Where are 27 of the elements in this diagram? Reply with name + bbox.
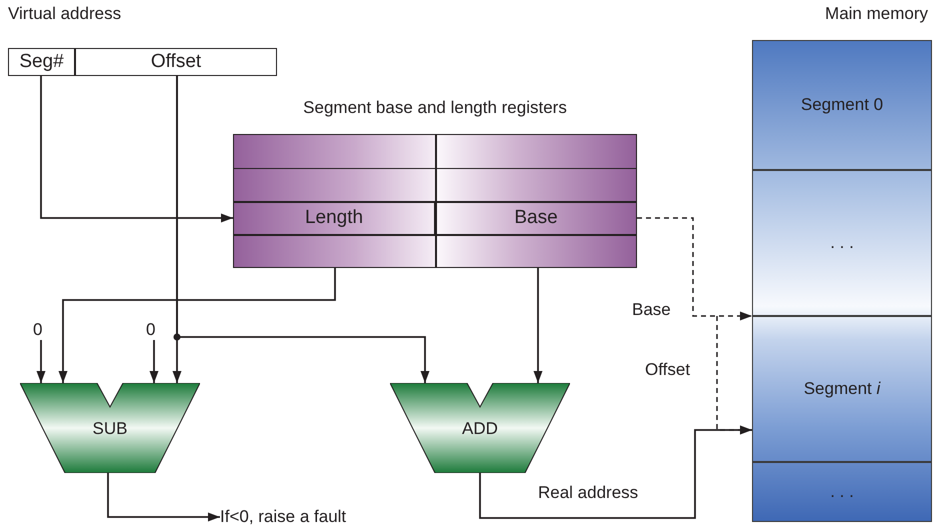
memory-segment: Segment i — [752, 316, 932, 462]
fault-note: If<0, raise a fault — [220, 506, 346, 525]
alu-label: SUB — [92, 419, 128, 439]
arrow — [36, 340, 46, 383]
register-cell: Length — [233, 201, 435, 234]
memory-segment: . . . — [752, 170, 932, 316]
input-value: 0 — [146, 320, 156, 340]
diagram-group — [752, 4, 932, 522]
alu-unit — [390, 383, 570, 473]
dashed-arrow — [716, 316, 752, 434]
arrow — [107, 473, 220, 522]
memory-segment: . . . — [752, 462, 932, 522]
diagram-group — [8, 4, 278, 76]
memory-segment: Segment 0 — [752, 40, 932, 170]
input-value: 0 — [33, 320, 42, 340]
arrow — [176, 76, 430, 383]
heading: Virtual address — [8, 4, 122, 24]
address-field: Seg# — [8, 48, 75, 76]
alu-label: ADD — [461, 419, 499, 439]
alu-unit — [20, 383, 200, 473]
dashed-arrow — [637, 217, 752, 320]
heading: Segment base and length registers — [302, 98, 568, 118]
address-field: Offset — [75, 48, 277, 76]
arrow — [150, 340, 158, 383]
register-table — [233, 98, 637, 268]
heading: Main memory — [825, 4, 928, 24]
arrow — [40, 76, 233, 222]
